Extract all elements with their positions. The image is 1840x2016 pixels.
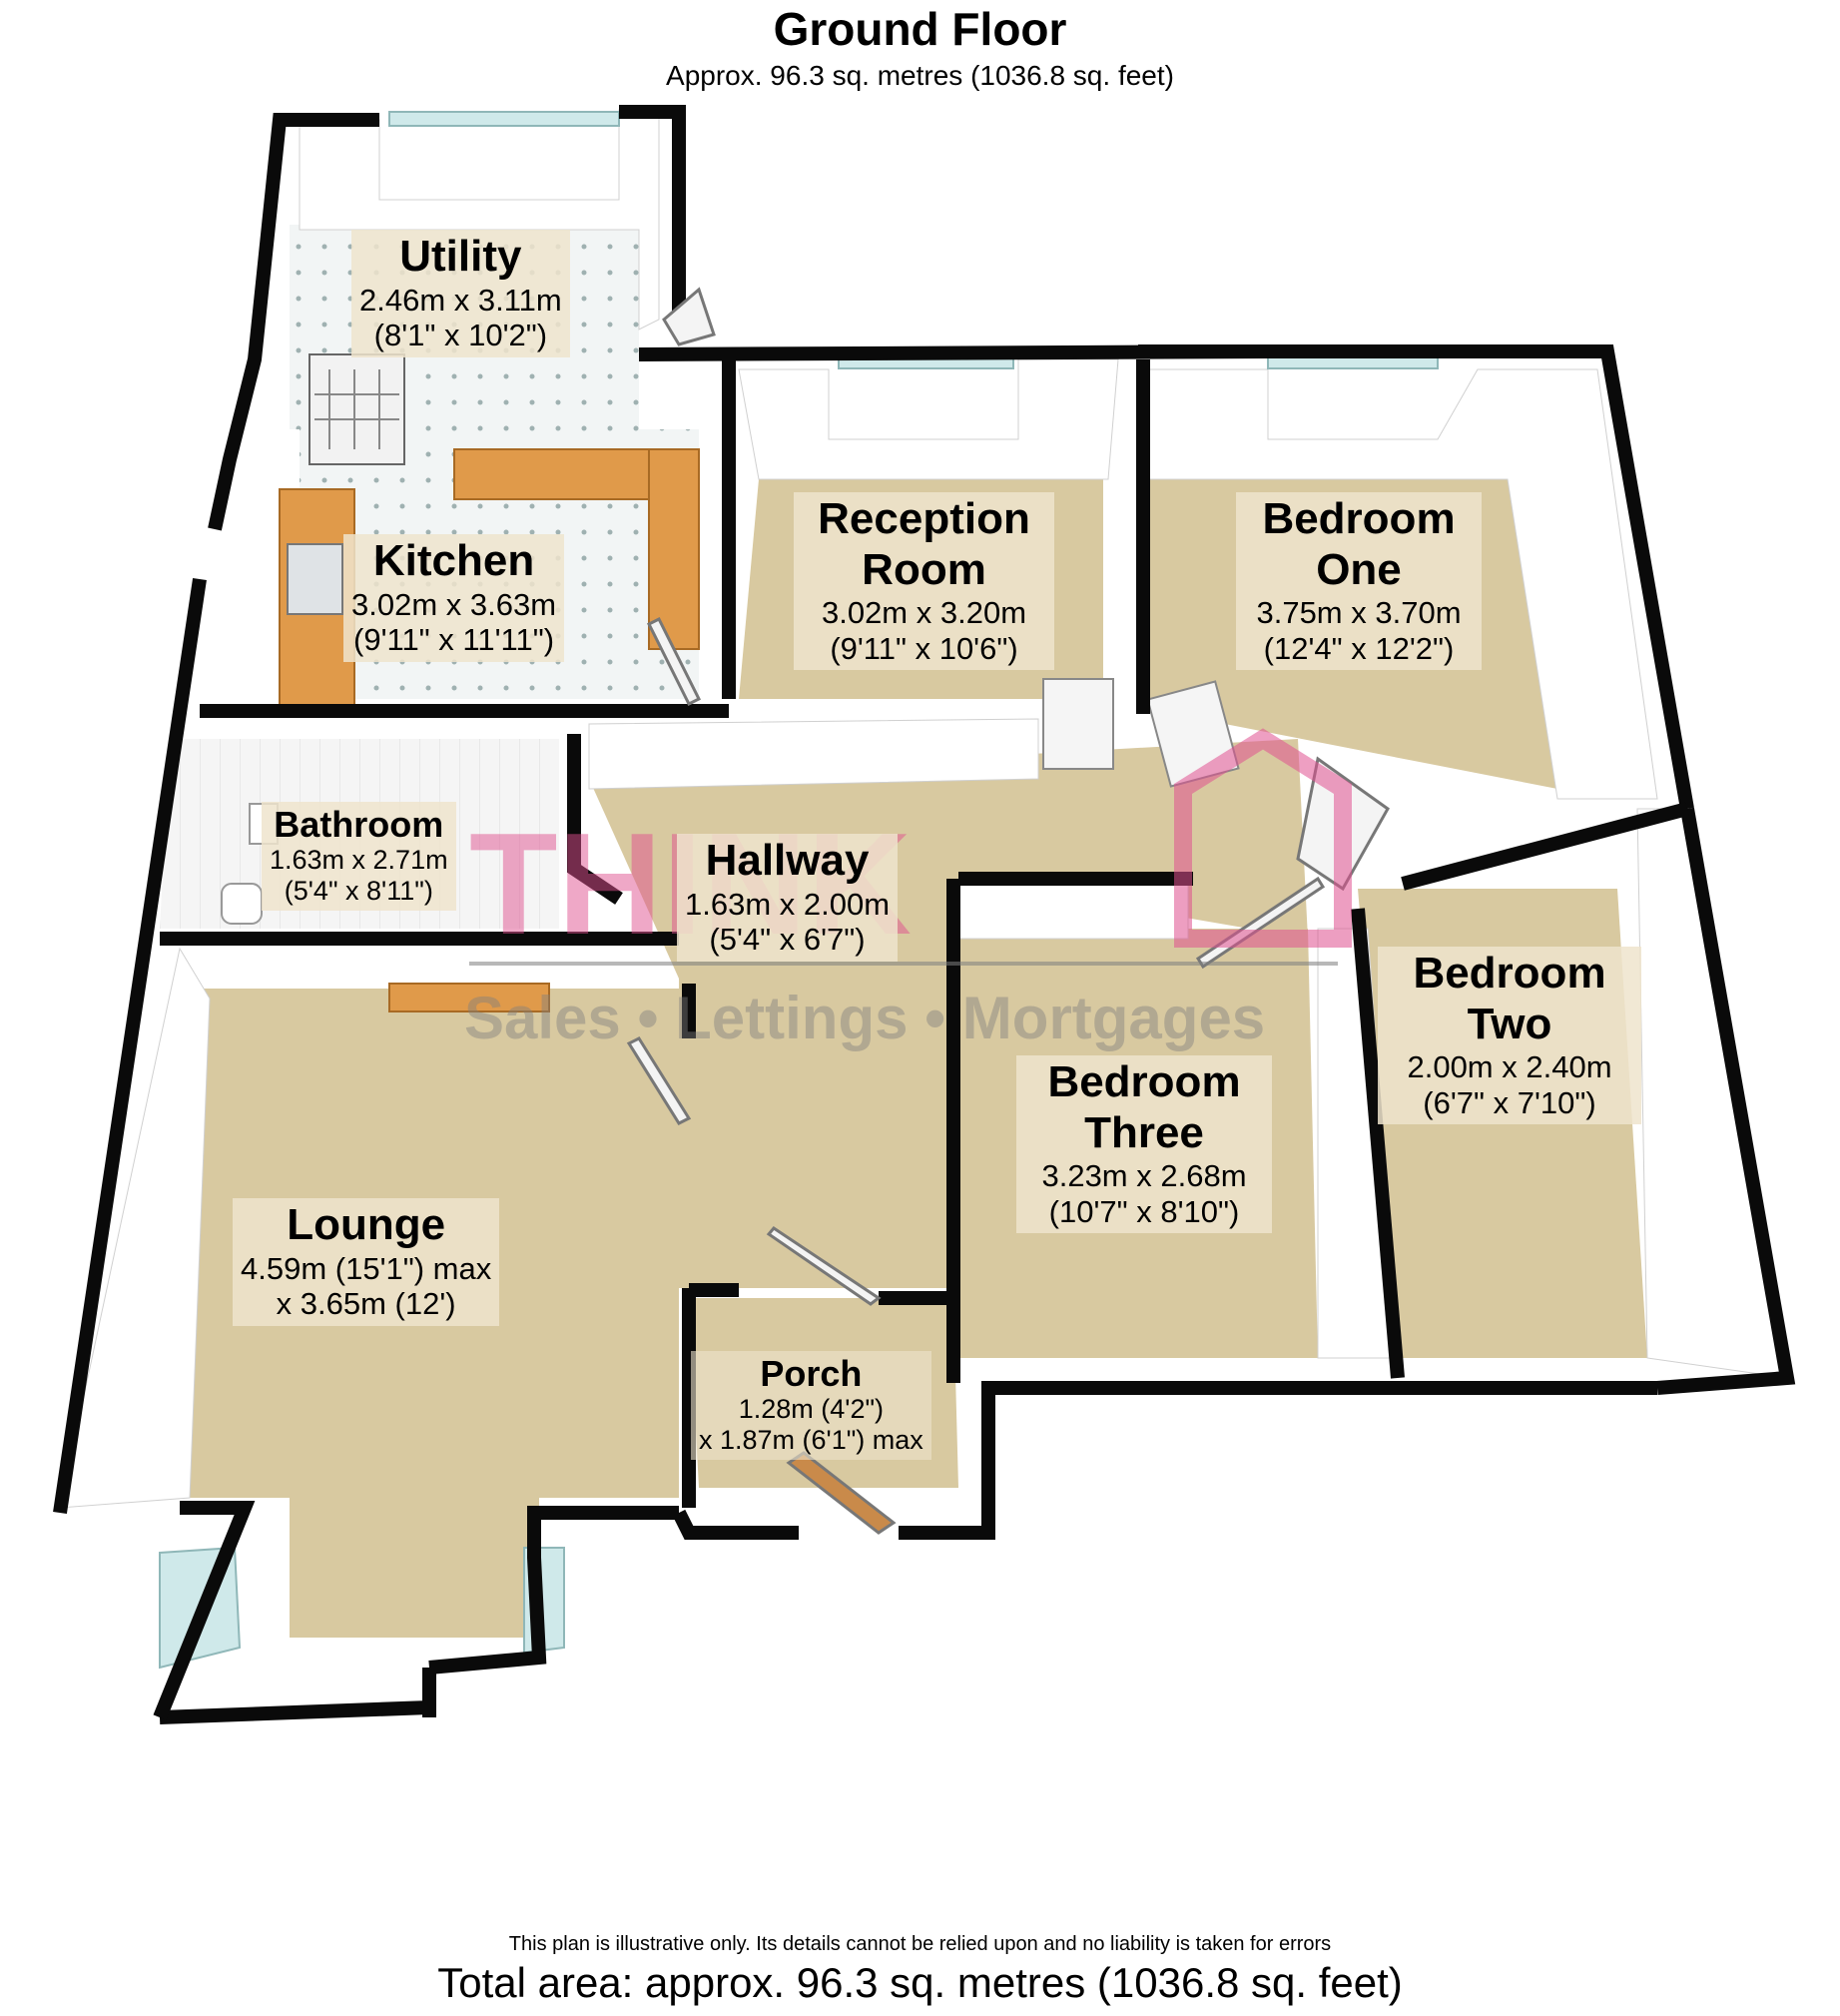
- room-dim-imperial: (8'1" x 10'2"): [373, 318, 548, 353]
- lounge-wall-left-face: [59, 947, 211, 1509]
- wall-faces: [59, 109, 1788, 1509]
- room-name: Bedroom One: [1262, 494, 1456, 594]
- room-dim-metric: 3.02m x 3.20m: [821, 595, 1027, 631]
- bedroom-two-wall-right-face: [1636, 808, 1788, 1379]
- reception-wall-face: [738, 358, 1119, 480]
- wall-utility-right: [619, 105, 686, 315]
- wall-utility-outer: [208, 113, 300, 531]
- room-name: Utility: [399, 232, 522, 281]
- lounge-mantel: [388, 983, 550, 1012]
- room-label-bathroom: Bathroom 1.63m x 2.71m (5'4" x 8'11"): [262, 802, 456, 912]
- room-name: Bathroom: [274, 804, 444, 845]
- room-dim-metric: 4.59m (15'1") max: [241, 1250, 492, 1286]
- room-dim-metric: 2.00m x 2.40m: [1407, 1049, 1612, 1085]
- room-dim-metric: 1.63m x 2.00m: [685, 886, 891, 922]
- room-label-bedroom-two: Bedroom Two 2.00m x 2.40m (6'7" x 7'10"): [1378, 947, 1641, 1125]
- room-name: Hallway: [705, 836, 870, 885]
- sink-icon: [287, 543, 343, 615]
- utility-door: [662, 287, 716, 346]
- room-dim-metric: 1.28m (4'2"): [738, 1394, 885, 1425]
- room-dim-imperial: (5'4" x 6'7"): [709, 922, 866, 958]
- room-dim-imperial: x 3.65m (12'): [276, 1286, 456, 1322]
- bedroom-one-wall-face: [1137, 368, 1658, 800]
- room-dim-imperial: (5'4" x 8'11"): [284, 876, 433, 907]
- wall-bedroom-two-top: [1401, 802, 1689, 891]
- utility-window: [388, 111, 620, 127]
- wall-lounge-bay-left: [153, 1501, 256, 1720]
- room-label-bedroom-one: Bedroom One 3.75m x 3.70m (12'4" x 12'2"…: [1236, 492, 1482, 671]
- room-dim-imperial: (9'11" x 10'6"): [830, 630, 1018, 666]
- room-dim-imperial: (6'7" x 7'10"): [1423, 1084, 1596, 1120]
- floor-title: Ground Floor: [773, 3, 1067, 55]
- room-label-reception-room: Reception Room 3.02m x 3.20m (9'11" x 10…: [794, 492, 1054, 671]
- room-label-lounge: Lounge 4.59m (15'1") max x 3.65m (12'): [233, 1198, 500, 1326]
- wall-bottom-right: [899, 1381, 1657, 1540]
- bedroom-three-wall-face: [957, 878, 1189, 940]
- french-door-left: [1042, 678, 1114, 770]
- room-dim-imperial: (9'11" x 11'11"): [353, 622, 555, 658]
- room-dim-imperial: x 1.87m (6'1") max: [699, 1425, 923, 1456]
- toilet-icon: [221, 883, 263, 925]
- kitchen-door: [646, 616, 702, 707]
- porch-inner-door: [766, 1226, 882, 1306]
- room-dim-metric: 1.63m x 2.71m: [270, 845, 448, 876]
- wall-left-outer: [53, 577, 207, 1515]
- disclaimer: This plan is illustrative only. Its deta…: [508, 1933, 1332, 1955]
- total-area: Total area: approx. 96.3 sq. metres (103…: [437, 1959, 1403, 2006]
- utility-cabinet: [308, 353, 405, 465]
- room-dim-metric: 3.23m x 2.68m: [1041, 1158, 1247, 1194]
- wall-right-outer: [1656, 807, 1796, 1395]
- floor-area-subtitle: Approx. 96.3 sq. metres (1036.8 sq. feet…: [666, 60, 1174, 91]
- room-dim-imperial: (10'7" x 8'10"): [1048, 1193, 1240, 1229]
- room-name: Porch: [760, 1353, 863, 1394]
- walls: [53, 105, 1796, 1724]
- room-dim-metric: 3.75m x 3.70m: [1256, 595, 1462, 631]
- wall-lounge-bay-bottom: [159, 1700, 430, 1724]
- wall-bedroom-one-top: [1468, 344, 1694, 811]
- room-name: Bedroom Three: [1047, 1057, 1241, 1157]
- wall-hallway-left: [567, 734, 623, 905]
- watermark-tagline: Sales • Lettings • Mortgages: [464, 985, 1265, 1051]
- room-dim-metric: 3.02m x 3.63m: [351, 586, 557, 622]
- cabinet-grid-icon: [314, 369, 399, 449]
- hallway-wall-face: [588, 718, 1039, 790]
- room-label-utility: Utility 2.46m x 3.11m (8'1" x 10'2"): [351, 230, 570, 357]
- room-dim-imperial: (12'4" x 12'2"): [1263, 630, 1455, 666]
- room-name: Reception Room: [818, 494, 1030, 594]
- watermark-house-icon: [1174, 728, 1352, 948]
- room-name: Kitchen: [372, 536, 535, 585]
- room-label-kitchen: Kitchen 3.02m x 3.63m (9'11" x 11'11"): [343, 534, 565, 662]
- hallway-lounge-door: [626, 1036, 692, 1125]
- wall-porch-bottom: [672, 1509, 799, 1540]
- room-name: Lounge: [287, 1200, 446, 1249]
- room-label-porch: Porch 1.28m (4'2") x 1.87m (6'1") max: [691, 1351, 931, 1461]
- worktop-right: [648, 448, 700, 650]
- room-name: Bedroom Two: [1413, 949, 1606, 1048]
- wall-bedroom-two-left: [1351, 908, 1405, 1379]
- room-label-bedroom-three: Bedroom Three 3.23m x 2.68m (10'7" x 8'1…: [1016, 1055, 1272, 1234]
- room-dim-metric: 2.46m x 3.11m: [359, 282, 562, 318]
- wall-lounge-bottom-right: [428, 1506, 679, 1675]
- room-label-hallway: Hallway 1.63m x 2.00m (5'4" x 6'7"): [677, 834, 899, 962]
